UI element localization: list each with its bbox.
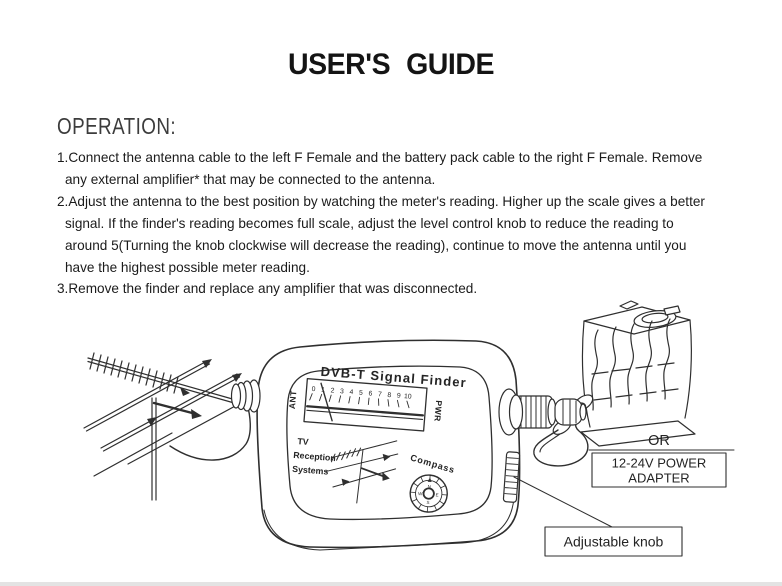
meter-scale-number: 8 xyxy=(387,392,392,399)
instruction-line: 2.Adjust the antenna to the best positio… xyxy=(57,193,705,209)
adjustable-knob xyxy=(502,451,521,503)
meter-scale-number: 6 xyxy=(368,390,373,397)
instruction-line: 3.Remove the finder and replace any ampl… xyxy=(57,281,478,297)
power-adapter-box: 12-24V POWER ADAPTER xyxy=(591,452,727,488)
instruction-line: 1.Connect the antenna cable to the left … xyxy=(57,150,703,165)
meter-needle xyxy=(320,382,333,422)
knob-leader-line xyxy=(513,476,613,528)
or-label: OR xyxy=(648,433,670,449)
adjustable-knob-label: Adjustable knob xyxy=(564,534,664,550)
ant-port-label: ANT xyxy=(287,389,298,409)
instruction-line: have the highest possible meter reading. xyxy=(65,259,310,275)
battery-cable xyxy=(533,414,589,467)
callouts: OR 12-24V POWER ADAPTER Adjustable knob xyxy=(513,433,735,557)
instruction-line: any external amplifier* that may be conn… xyxy=(65,171,436,187)
power-adapter-label: 12-24V POWER xyxy=(612,456,707,471)
adjustable-knob-box: Adjustable knob xyxy=(544,526,683,557)
meter-scale-number: 9 xyxy=(397,393,402,400)
antenna-illustration xyxy=(83,352,264,501)
compass-point-n: N xyxy=(427,484,431,489)
power-adapter-label: ADAPTER xyxy=(628,471,689,486)
meter-scale-number: 2 xyxy=(330,387,335,394)
compass-point-w: W xyxy=(418,491,423,496)
compass-point-s: S xyxy=(426,500,429,505)
antenna-logo xyxy=(325,440,399,504)
battery-pack-illustration xyxy=(533,300,696,467)
brand-line: TV xyxy=(297,436,309,447)
pwr-port-label: PWR xyxy=(432,400,444,422)
brand-line: Reception xyxy=(293,450,336,463)
page-bottom-edge xyxy=(0,582,782,586)
pwr-connector xyxy=(498,388,587,436)
meter-scale-number: 4 xyxy=(349,389,354,396)
meter-scale-number: 7 xyxy=(378,391,383,398)
instruction-line: signal. If the finder's reading becomes … xyxy=(65,215,674,231)
brand-line: Systems xyxy=(292,464,329,477)
page-title: USER'S GUIDE xyxy=(287,48,495,81)
signal-finder-device: DVB-T Signal Finder 0 1 2 3 4 5 6 7 8 9 … xyxy=(230,339,587,551)
signal-meter: 0 1 2 3 4 5 6 7 8 9 10 xyxy=(303,378,428,432)
ant-connector xyxy=(230,379,261,413)
antenna-cable xyxy=(169,403,251,461)
meter-scale-number: 0 xyxy=(311,386,316,393)
meter-scale-number: 3 xyxy=(340,388,345,395)
compass-point-e: E xyxy=(435,492,438,497)
instruction-line: around 5(Turning the knob clockwise will… xyxy=(65,237,687,253)
section-heading: OPERATION: xyxy=(57,113,177,139)
meter-scale-number: 5 xyxy=(359,390,364,397)
meter-scale-number: 10 xyxy=(404,393,412,401)
instructions-block: 1.Connect the antenna cable to the left … xyxy=(57,147,767,300)
